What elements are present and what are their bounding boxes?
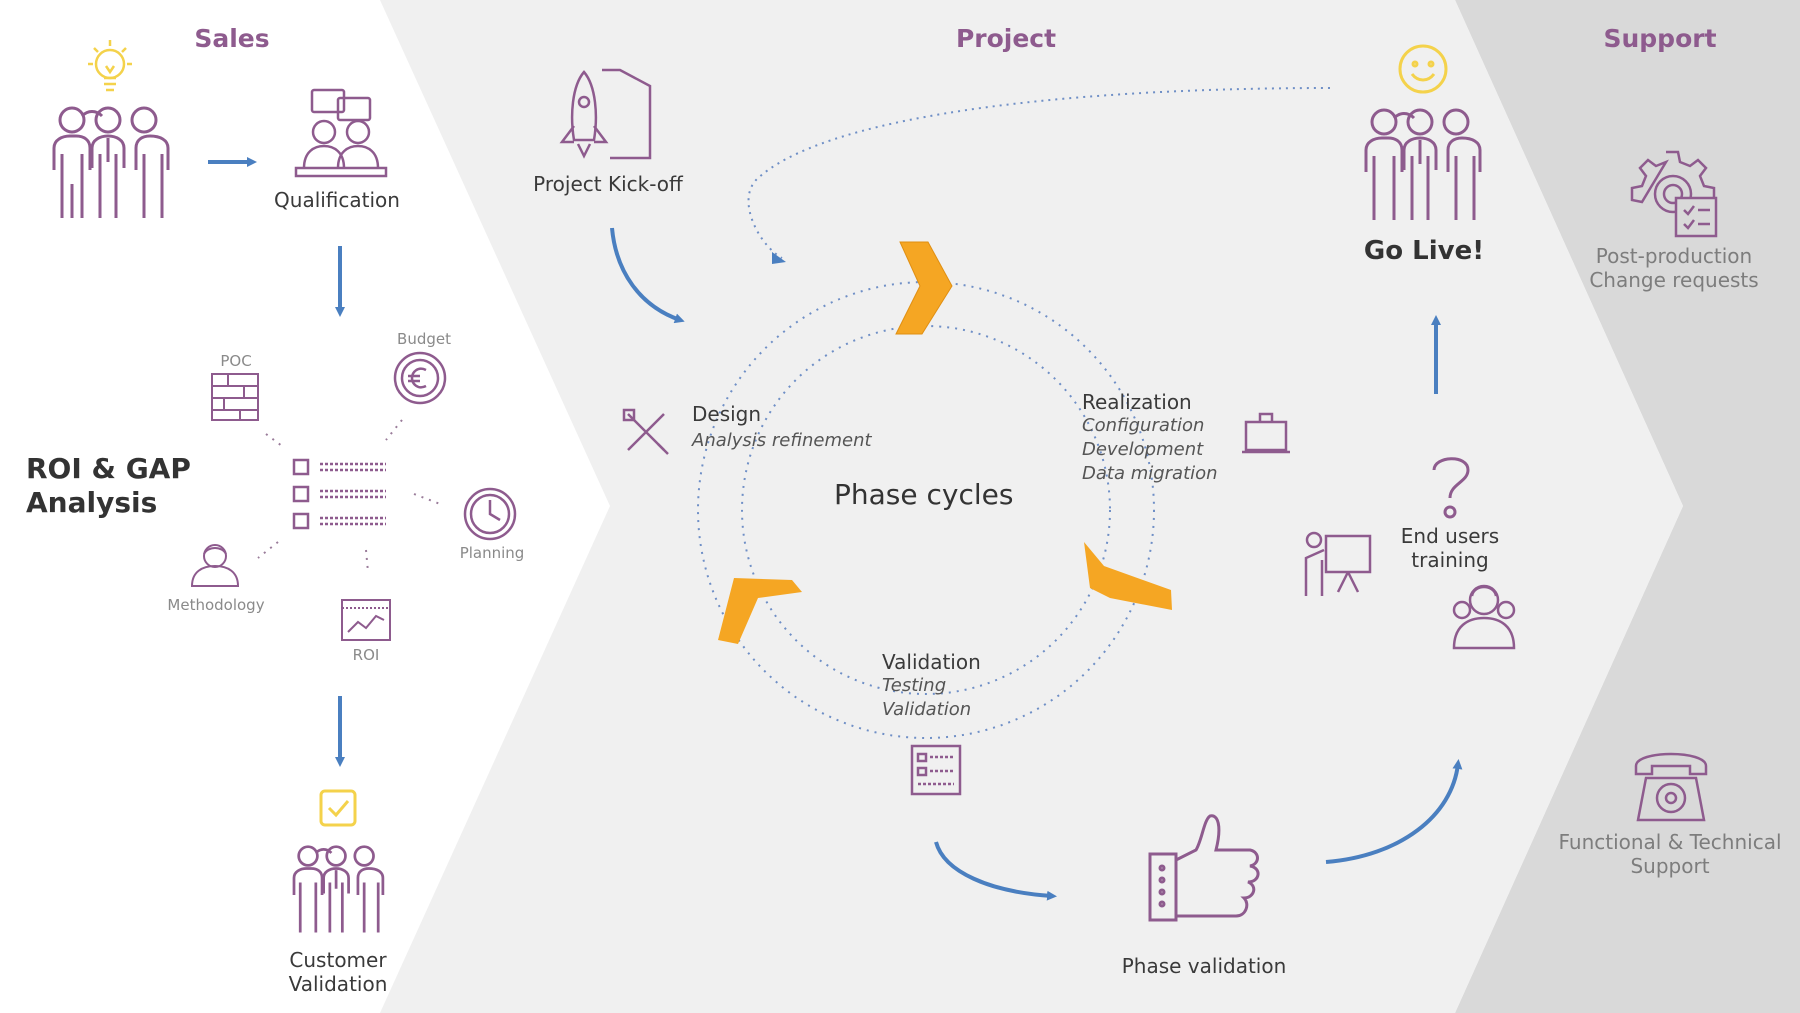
rocket-icon [559,68,652,160]
arrow-validation-to-phase [934,841,1057,901]
thumbs-up-icon [1148,814,1260,922]
customer-line1: Customer [289,948,387,972]
project-chevron [380,0,1683,1013]
support-region [1455,0,1800,1013]
validation-block: Validation Testing Validation [882,650,981,722]
go-live-team-icon [1364,108,1482,220]
presentation-icon [1304,531,1372,596]
training-line1: End users [1400,524,1500,548]
smiley-icon [1398,44,1448,94]
post-line1: Post-production [1595,244,1753,268]
func-line1: Functional & Technical [1558,830,1782,854]
phase-circle-inner [741,325,1111,695]
arrow-kickoff-to-cycle [610,227,685,324]
arrow-phase-to-training [1325,759,1463,864]
design-block: Design Analysis refinement [692,402,872,451]
training-label: End users training [1401,524,1499,572]
roi-gap-title: ROI & GAP Analysis [26,452,191,520]
cycle-chevron-left [718,578,802,644]
realization-block: Realization Configuration Development Da… [1082,390,1218,486]
methodology-label: Methodology [167,596,265,614]
section-title-support: Support [1603,24,1717,53]
customer-team-icon [292,845,385,933]
dotted-return-arrow [747,87,1331,259]
roi-chart-icon [341,599,391,641]
kickoff-label: Project Kick-off [533,172,683,196]
roi-gap-line2: Analysis [26,486,158,519]
customer-line2: Validation [288,972,388,996]
laptop-icon [1242,412,1290,454]
methodology-icon [190,544,240,587]
budget-icon [393,351,447,405]
functional-support-label: Functional & Technical Support [1558,830,1781,878]
poc-label: POC [220,352,252,370]
users-icon [1452,584,1516,650]
planning-label: Planning [459,544,525,562]
phone-icon [1634,752,1708,822]
customer-validation-label: Customer Validation [289,948,388,996]
phase-validation-label: Phase validation [1121,954,1287,978]
qualification-label: Qualification [274,188,400,212]
design-item: Analysis refinement [692,430,872,451]
checklist-icon [292,458,386,530]
check-icon [319,789,357,827]
budget-label: Budget [397,330,451,348]
go-live-label: Go Live! [1363,236,1485,266]
roi-gap-line1: ROI & GAP [26,452,191,485]
section-title-project: Project [955,24,1057,53]
section-title-sales: Sales [194,24,270,53]
validation-item: Testing [882,675,947,696]
poc-icon [211,373,259,421]
cycle-chevron-top [895,241,953,335]
phase-cycles-label: Phase cycles [834,478,1014,511]
tools-icon [622,408,669,455]
gear-icon [1630,150,1718,238]
cycle-chevron-right [1084,542,1172,610]
roi-label: ROI [352,646,380,664]
team-icon [52,106,170,218]
form-icon [910,744,962,796]
meeting-icon [294,88,388,178]
validation-item: Validation [882,699,972,720]
func-line2: Support [1630,854,1710,878]
realization-item: Data migration [1082,463,1218,484]
post-production-label: Post-production Change requests [1589,244,1758,292]
training-line2: training [1411,548,1489,572]
lightbulb-icon [88,40,132,92]
planning-icon [463,487,517,541]
question-icon [1432,457,1470,519]
roi-connectors [257,419,441,573]
realization-item: Development [1082,439,1204,460]
realization-item: Configuration [1082,415,1205,436]
realization-title: Realization [1082,390,1192,414]
validation-title: Validation [882,650,981,674]
dotted-return-arrowhead [772,252,786,264]
design-title: Design [692,402,762,426]
post-line2: Change requests [1589,268,1759,292]
